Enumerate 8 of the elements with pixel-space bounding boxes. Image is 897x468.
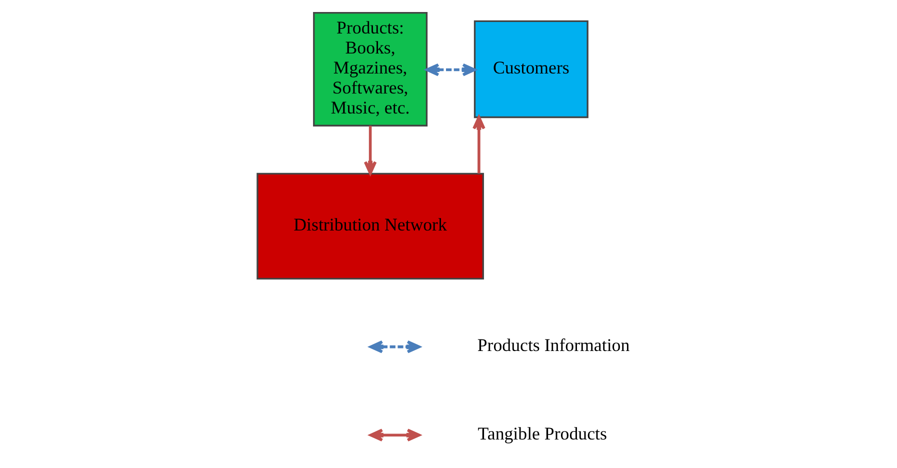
node-box: Customers — [474, 20, 588, 118]
legend-label: Products Information — [477, 335, 630, 356]
legend-label: Tangible Products — [478, 423, 607, 444]
arrow — [472, 116, 486, 174]
node-box: Distribution Network — [256, 172, 484, 280]
arrow — [364, 126, 377, 175]
node-box: Products: Books, Mgazines, Softwares, Music, etc. — [313, 12, 428, 126]
arrow — [426, 63, 476, 76]
